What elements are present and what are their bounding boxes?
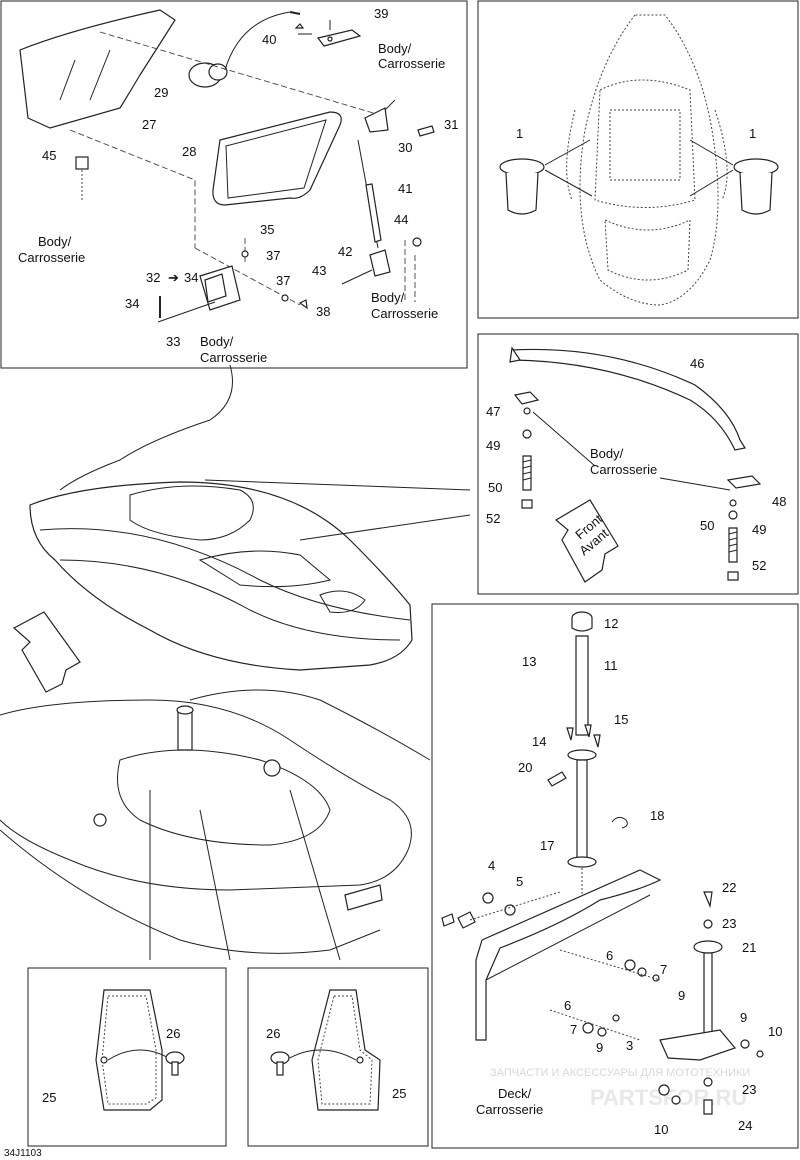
callout-3: 3: [626, 1038, 633, 1053]
callout-45: 45: [42, 148, 56, 163]
label-body: Body/: [38, 234, 72, 249]
callout-6: 6: [564, 998, 571, 1013]
diagram-code: 34J1103: [4, 1148, 42, 1159]
callout-9: 9: [740, 1010, 747, 1025]
label-body: Body/: [378, 41, 412, 56]
label-body: Body/: [371, 290, 405, 305]
callout-18: 18: [650, 808, 664, 823]
callout-32: 32: [146, 270, 160, 285]
callout-28: 28: [182, 144, 196, 159]
label-carrosserie: Carrosserie: [200, 350, 267, 365]
callout-34: 34: [184, 270, 198, 285]
panel-handle-parts: [509, 346, 762, 583]
callout-49: 49: [486, 438, 500, 453]
callout-25: 25: [42, 1090, 56, 1105]
callout-39: 39: [374, 6, 388, 21]
panel5-parts: [270, 989, 381, 1111]
label-deck: Deck/: [498, 1086, 532, 1101]
callout-40: 40: [262, 32, 276, 47]
callout-9: 9: [596, 1040, 603, 1055]
callout-43: 43: [312, 263, 326, 278]
svg-text:➔: ➔: [168, 270, 179, 285]
callout-50: 50: [700, 518, 714, 533]
callout-11: 11: [604, 658, 618, 673]
panel-storage-left: [27, 967, 227, 1147]
panel6-parts: [441, 611, 764, 1115]
callout-42: 42: [338, 244, 352, 259]
callout-9: 9: [678, 988, 685, 1003]
callout-27: 27: [142, 117, 156, 132]
panel4-parts: [95, 989, 185, 1111]
callout-20: 20: [518, 760, 532, 775]
panel-sunroof-parts: [19, 9, 435, 323]
panel-grab-handle: [477, 333, 799, 595]
callout-10: 10: [654, 1122, 668, 1137]
callout-1-left: 1: [516, 126, 523, 141]
watermark: ЗАПЧАСТИ И АКСЕССУАРЫ ДЛЯ МОТОТЕХНИКИ PA…: [490, 1067, 750, 1110]
panel3-callouts: 46 47 49 Body/ Carrosserie 50 48 52 50 4…: [486, 356, 786, 573]
panel6-callouts: 12 13 11 15 14 20 18 17 4 5 22 23 21 6 7…: [476, 616, 782, 1137]
callout-52: 52: [752, 558, 766, 573]
callout-26: 26: [266, 1026, 280, 1041]
panel-tow-pylon: [431, 603, 799, 1149]
callout-29: 29: [154, 85, 168, 100]
callout-48: 48: [772, 494, 786, 509]
callout-10: 10: [768, 1024, 782, 1039]
label-body: Body/: [590, 446, 624, 461]
label-carrosserie: Carrosserie: [476, 1102, 543, 1117]
callout-15: 15: [614, 712, 628, 727]
callout-24: 24: [738, 1118, 752, 1133]
callout-13: 13: [522, 654, 536, 669]
callout-37: 37: [266, 248, 280, 263]
callout-31: 31: [444, 117, 458, 132]
panel-cupholder-parts: [499, 14, 779, 306]
callout-12: 12: [604, 616, 618, 631]
callout-1-right: 1: [749, 126, 756, 141]
callout-4: 4: [488, 858, 495, 873]
callout-38: 38: [316, 304, 330, 319]
label-carrosserie: Carrosserie: [371, 306, 438, 321]
label-carrosserie: Carrosserie: [590, 462, 657, 477]
callout-52: 52: [486, 511, 500, 526]
callout-7: 7: [660, 962, 667, 977]
callout-33: 33: [166, 334, 180, 349]
callout-46: 46: [690, 356, 704, 371]
callout-44: 44: [394, 212, 408, 227]
panel-sunroof-assembly: [0, 0, 468, 369]
label-carrosserie: Carrosserie: [18, 250, 85, 265]
callout-23: 23: [742, 1082, 756, 1097]
callout-17: 17: [540, 838, 554, 853]
callout-35: 35: [260, 222, 274, 237]
callout-23: 23: [722, 916, 736, 931]
watermark-line1: ЗАПЧАСТИ И АКСЕССУАРЫ ДЛЯ МОТОТЕХНИКИ: [490, 1067, 750, 1079]
callout-5: 5: [516, 874, 523, 889]
callout-21: 21: [742, 940, 756, 955]
callout-30: 30: [398, 140, 412, 155]
callout-34: 34: [125, 296, 139, 311]
callout-47: 47: [486, 404, 500, 419]
callout-25: 25: [392, 1086, 406, 1101]
callout-49: 49: [752, 522, 766, 537]
callout-22: 22: [722, 880, 736, 895]
callout-50: 50: [488, 480, 502, 495]
label-body: Body/: [200, 334, 234, 349]
panel-storage-right: [247, 967, 429, 1147]
callout-14: 14: [532, 734, 546, 749]
callout-26: 26: [166, 1026, 180, 1041]
panel-cup-holders: [477, 0, 799, 319]
boat-illustration: [0, 364, 471, 961]
panel1-callouts: 39 40 Body/ Carrosserie 29 27 31 28 30 4…: [18, 6, 458, 365]
callout-37: 37: [276, 273, 290, 288]
label-carrosserie: Carrosserie: [378, 56, 445, 71]
callout-41: 41: [398, 181, 412, 196]
callout-6: 6: [606, 948, 613, 963]
callout-7: 7: [570, 1022, 577, 1037]
